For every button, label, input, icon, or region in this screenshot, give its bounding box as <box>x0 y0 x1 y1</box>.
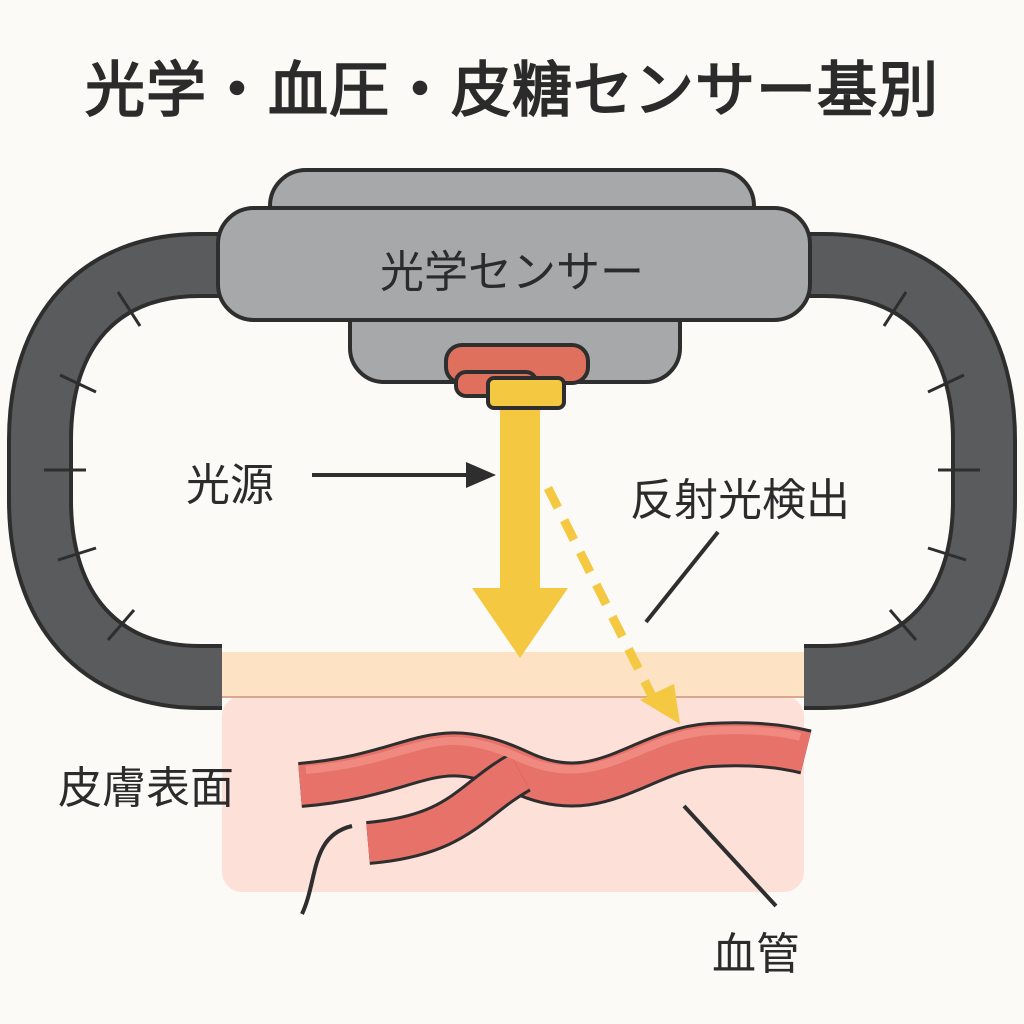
optical-sensor-label: 光学センサー <box>380 247 644 298</box>
reflected-light-detection-label: 反射光検出 <box>630 475 850 526</box>
reflected-light-arrowhead <box>640 684 680 724</box>
light-source-pointer-head <box>466 462 496 488</box>
light-source-label: 光源 <box>186 460 274 511</box>
diagram-title: 光学・血圧・皮糖センサー基別 <box>85 56 939 126</box>
led-yellow-emitter <box>486 376 566 410</box>
skin-surface-leader <box>300 824 353 915</box>
skin-top-layer <box>222 652 804 698</box>
blood-vessel-b <box>366 755 530 862</box>
reflected-light-arrow <box>543 485 659 703</box>
band-segments <box>44 291 980 641</box>
skin-surface-label: 皮膚表面 <box>58 763 234 814</box>
reflected-light-leader <box>644 530 720 624</box>
blood-vessel-a <box>298 724 811 805</box>
blood-vessel-label: 血管 <box>712 929 800 980</box>
sensor-body <box>216 206 812 322</box>
wrist-band-fill <box>11 236 1013 706</box>
light-beam-arrow <box>472 410 568 658</box>
blood-vessel-highlight <box>305 726 802 774</box>
blood-vessel-leader <box>682 804 778 908</box>
